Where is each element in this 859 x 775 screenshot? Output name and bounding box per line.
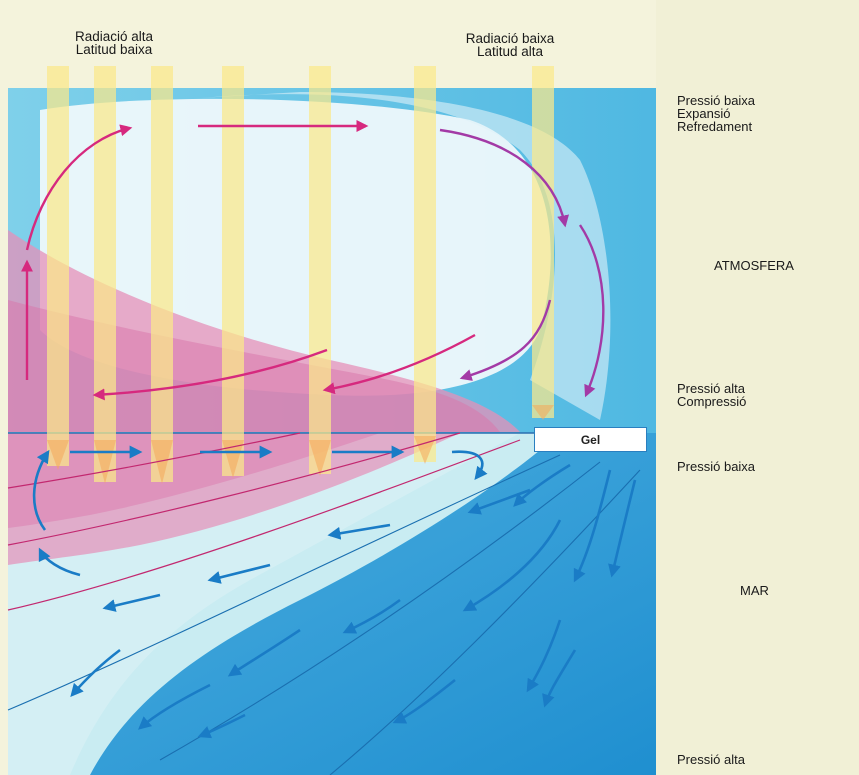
- water-arrow: [102, 593, 161, 612]
- water-arrow: [573, 469, 612, 583]
- water-arrow: [608, 479, 637, 578]
- beam-tip: [151, 440, 173, 484]
- air-arrow: [322, 333, 476, 395]
- water-arrow: [392, 678, 456, 724]
- water-arrow: [138, 683, 211, 730]
- label-high-radiation: Radiació alta Latitud baixa: [64, 29, 164, 57]
- water-arrow: [451, 450, 488, 481]
- sun-beam: [414, 66, 436, 462]
- label-sea: MAR: [740, 583, 769, 598]
- water-circulation: [32, 445, 637, 739]
- water-arrow: [197, 713, 246, 739]
- label-line: Expansió: [677, 106, 731, 121]
- label-line: Radiació baixa: [465, 31, 555, 46]
- label-line: Pressió baixa: [677, 93, 756, 108]
- isoline: [7, 454, 561, 711]
- beam-tips: [47, 405, 554, 484]
- sun-beam: [222, 66, 244, 476]
- beam-tip: [309, 440, 331, 476]
- water-arrow: [462, 519, 562, 612]
- water-arrow: [342, 598, 401, 634]
- beam-tip: [414, 436, 436, 464]
- sun-beam: [94, 66, 116, 482]
- cold-isolines: [7, 454, 641, 775]
- water-arrow: [526, 619, 562, 693]
- air-arrow: [439, 128, 569, 228]
- isoline: [329, 469, 641, 775]
- air-circulation: [21, 120, 605, 401]
- label-line: Refredament: [677, 119, 753, 134]
- beam-tip: [47, 440, 69, 470]
- isoline: [7, 432, 301, 489]
- sun-beam: [309, 66, 331, 474]
- air-arrow: [92, 348, 328, 401]
- air-arrow: [459, 299, 552, 381]
- label-column: [656, 0, 859, 775]
- beam-tip: [222, 440, 244, 478]
- label-line: Pressió alta: [677, 381, 745, 396]
- air-arrow: [579, 224, 605, 398]
- water-arrow: [513, 463, 571, 507]
- air-arrow: [25, 124, 133, 251]
- water-arrow: [542, 649, 577, 708]
- sun-beam: [47, 66, 69, 466]
- isoline: [7, 439, 521, 611]
- label-line: Latitud alta: [476, 44, 544, 59]
- label-line: Radiació alta: [74, 29, 154, 44]
- beam-tip: [532, 405, 554, 420]
- label-low-radiation: Radiació baixa Latitud alta: [455, 31, 565, 59]
- water-arrow: [227, 628, 301, 677]
- water-arrow: [327, 523, 391, 540]
- warm-air-core: [8, 300, 500, 432]
- sun-beam: [151, 66, 173, 482]
- label-sea-surface: Pressió baixa: [677, 459, 756, 474]
- label-lower-atmosphere: Pressió alta Compressió: [677, 382, 746, 408]
- ice-box: Gel: [534, 427, 647, 452]
- cloud-edge: [200, 92, 611, 420]
- water-arrow: [32, 449, 50, 531]
- sun-beams: [47, 66, 554, 482]
- label-line: Compressió: [677, 394, 747, 409]
- label-line: Latitud baixa: [75, 42, 153, 57]
- label-upper-atmosphere: Pressió baixa Expansió Refredament: [677, 94, 755, 133]
- water-arrow: [38, 547, 81, 577]
- label-deep-sea: Pressió alta: [677, 752, 745, 767]
- ice-label: Gel: [580, 432, 601, 447]
- sun-beam: [532, 66, 554, 418]
- water-arrow: [70, 648, 121, 697]
- isoline: [159, 461, 601, 761]
- water-arrow: [207, 563, 271, 584]
- label-atmosphere: ATMOSFERA: [714, 258, 794, 273]
